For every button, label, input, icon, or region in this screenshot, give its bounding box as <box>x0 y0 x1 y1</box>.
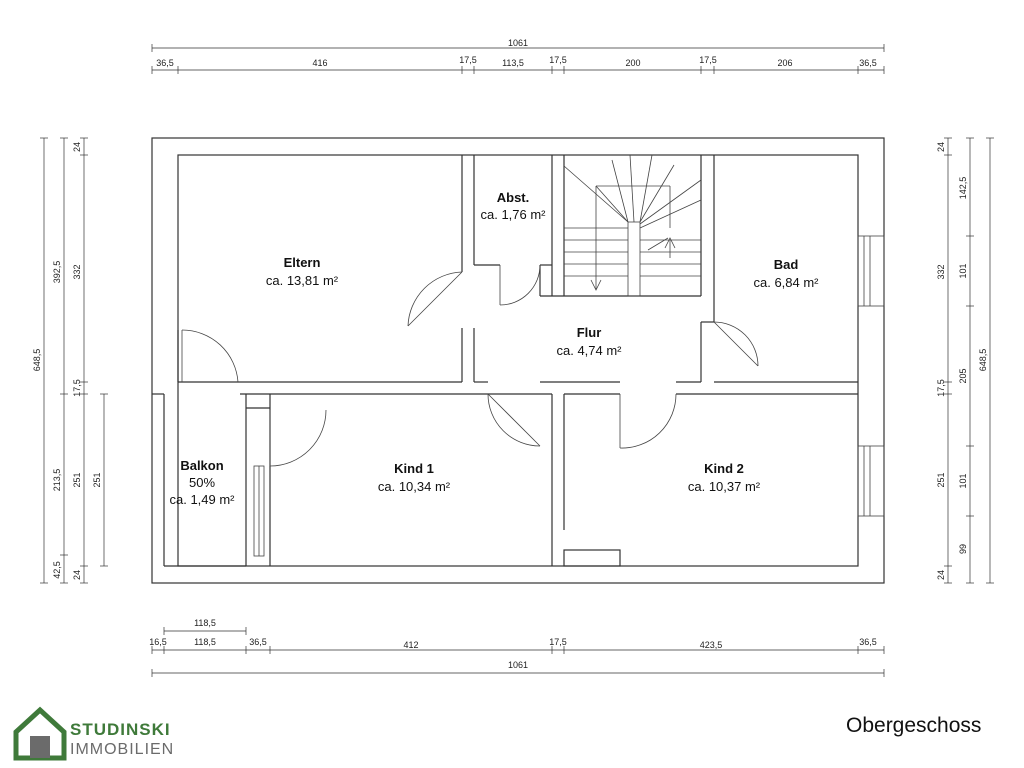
dim-top-seg: 17,5 <box>549 55 567 65</box>
house-icon <box>13 706 67 761</box>
room-name: Balkon <box>180 458 223 473</box>
dim-right-inner: 24 <box>936 570 946 580</box>
company-logo <box>13 706 67 761</box>
dim-bottom-seg: 118,5 <box>194 637 216 647</box>
room-name: Bad <box>774 257 799 272</box>
dim-right-mid: 142,5 <box>958 177 968 200</box>
windows <box>253 235 885 557</box>
dim-bottom-seg: 36,5 <box>859 637 877 647</box>
doors <box>181 264 759 467</box>
dim-bottom-seg: 16,5 <box>149 637 167 647</box>
room-bad: Bad ca. 6,84 m² <box>753 257 819 290</box>
room-name: Abst. <box>497 190 530 205</box>
dim-bottom-seg: 412 <box>403 640 418 650</box>
room-extra: 50% <box>189 475 215 490</box>
brand-line2: IMMOBILIEN <box>70 741 175 758</box>
room-area: ca. 10,34 m² <box>378 479 451 494</box>
dim-top-seg: 416 <box>312 58 327 68</box>
dim-bottom-balkon: 118,5 <box>194 618 216 628</box>
room-area: ca. 13,81 m² <box>266 273 339 288</box>
dim-left-mid: 213,5 <box>52 469 62 492</box>
dim-left-mid: 392,5 <box>52 261 62 284</box>
room-area: ca. 1,76 m² <box>480 207 546 222</box>
room-kind1: Kind 1 ca. 10,34 m² <box>378 461 451 494</box>
brand-line1: STUDINSKI <box>70 720 171 739</box>
dim-right-mid: 205 <box>958 368 968 383</box>
room-name: Flur <box>577 325 602 340</box>
left-dimensions: 648,5 392,5 213,5 42,5 24 332 17,5 251 2… <box>32 137 108 584</box>
dim-right-inner: 24 <box>936 142 946 152</box>
staircase <box>563 154 702 297</box>
dim-left-inner: 332 <box>72 264 82 279</box>
room-balkon: Balkon 50% ca. 1,49 m² <box>169 458 235 507</box>
room-flur: Flur ca. 4,74 m² <box>556 325 622 358</box>
room-area: ca. 6,84 m² <box>753 275 819 290</box>
room-kind2: Kind 2 ca. 10,37 m² <box>688 461 761 494</box>
dim-right-total: 648,5 <box>978 349 988 372</box>
room-area: ca. 4,74 m² <box>556 343 622 358</box>
top-dimensions: 1061 36,5 416 17,5 113,5 17,5 200 17,5 2… <box>151 38 885 74</box>
bottom-dimensions: 118,5 16,5 118,5 36,5 412 17,5 423,5 36,… <box>149 618 885 677</box>
dim-right-inner: 17,5 <box>936 379 946 397</box>
dim-right-mid: 99 <box>958 544 968 554</box>
right-dimensions: 24 332 17,5 251 24 142,5 101 205 101 99 … <box>936 137 994 584</box>
room-name: Kind 1 <box>394 461 434 476</box>
dim-top-seg: 17,5 <box>699 55 717 65</box>
dim-top-seg: 206 <box>777 58 792 68</box>
dim-left-far: 251 <box>92 472 102 487</box>
dim-bottom-seg: 17,5 <box>549 637 567 647</box>
dim-left-inner: 17,5 <box>72 379 82 397</box>
dim-bottom-seg: 423,5 <box>700 640 723 650</box>
dim-top-total: 1061 <box>508 38 528 48</box>
dim-left-inner: 24 <box>72 142 82 152</box>
dim-top-seg: 200 <box>625 58 640 68</box>
floor-label: Obergeschoss <box>846 714 982 737</box>
room-eltern: Eltern ca. 13,81 m² <box>266 255 339 288</box>
dim-top-seg: 36,5 <box>156 58 174 68</box>
room-name: Eltern <box>284 255 321 270</box>
dim-bottom-seg: 36,5 <box>249 637 267 647</box>
interior-walls <box>152 155 858 567</box>
dim-top-seg: 113,5 <box>502 58 524 68</box>
dim-left-mid: 42,5 <box>52 561 62 579</box>
dim-left-inner: 24 <box>72 570 82 580</box>
dim-right-inner: 332 <box>936 264 946 279</box>
room-name: Kind 2 <box>704 461 744 476</box>
room-area: ca. 1,49 m² <box>169 492 235 507</box>
dim-right-mid: 101 <box>958 473 968 488</box>
dim-right-inner: 251 <box>936 472 946 487</box>
dim-left-inner: 251 <box>72 472 82 487</box>
room-abst: Abst. ca. 1,76 m² <box>480 190 546 222</box>
dim-top-seg: 17,5 <box>459 55 477 65</box>
dim-bottom-total: 1061 <box>508 660 528 670</box>
dim-left-total: 648,5 <box>32 349 42 372</box>
room-area: ca. 10,37 m² <box>688 479 761 494</box>
dim-right-mid: 101 <box>958 263 968 278</box>
dim-top-seg: 36,5 <box>859 58 877 68</box>
